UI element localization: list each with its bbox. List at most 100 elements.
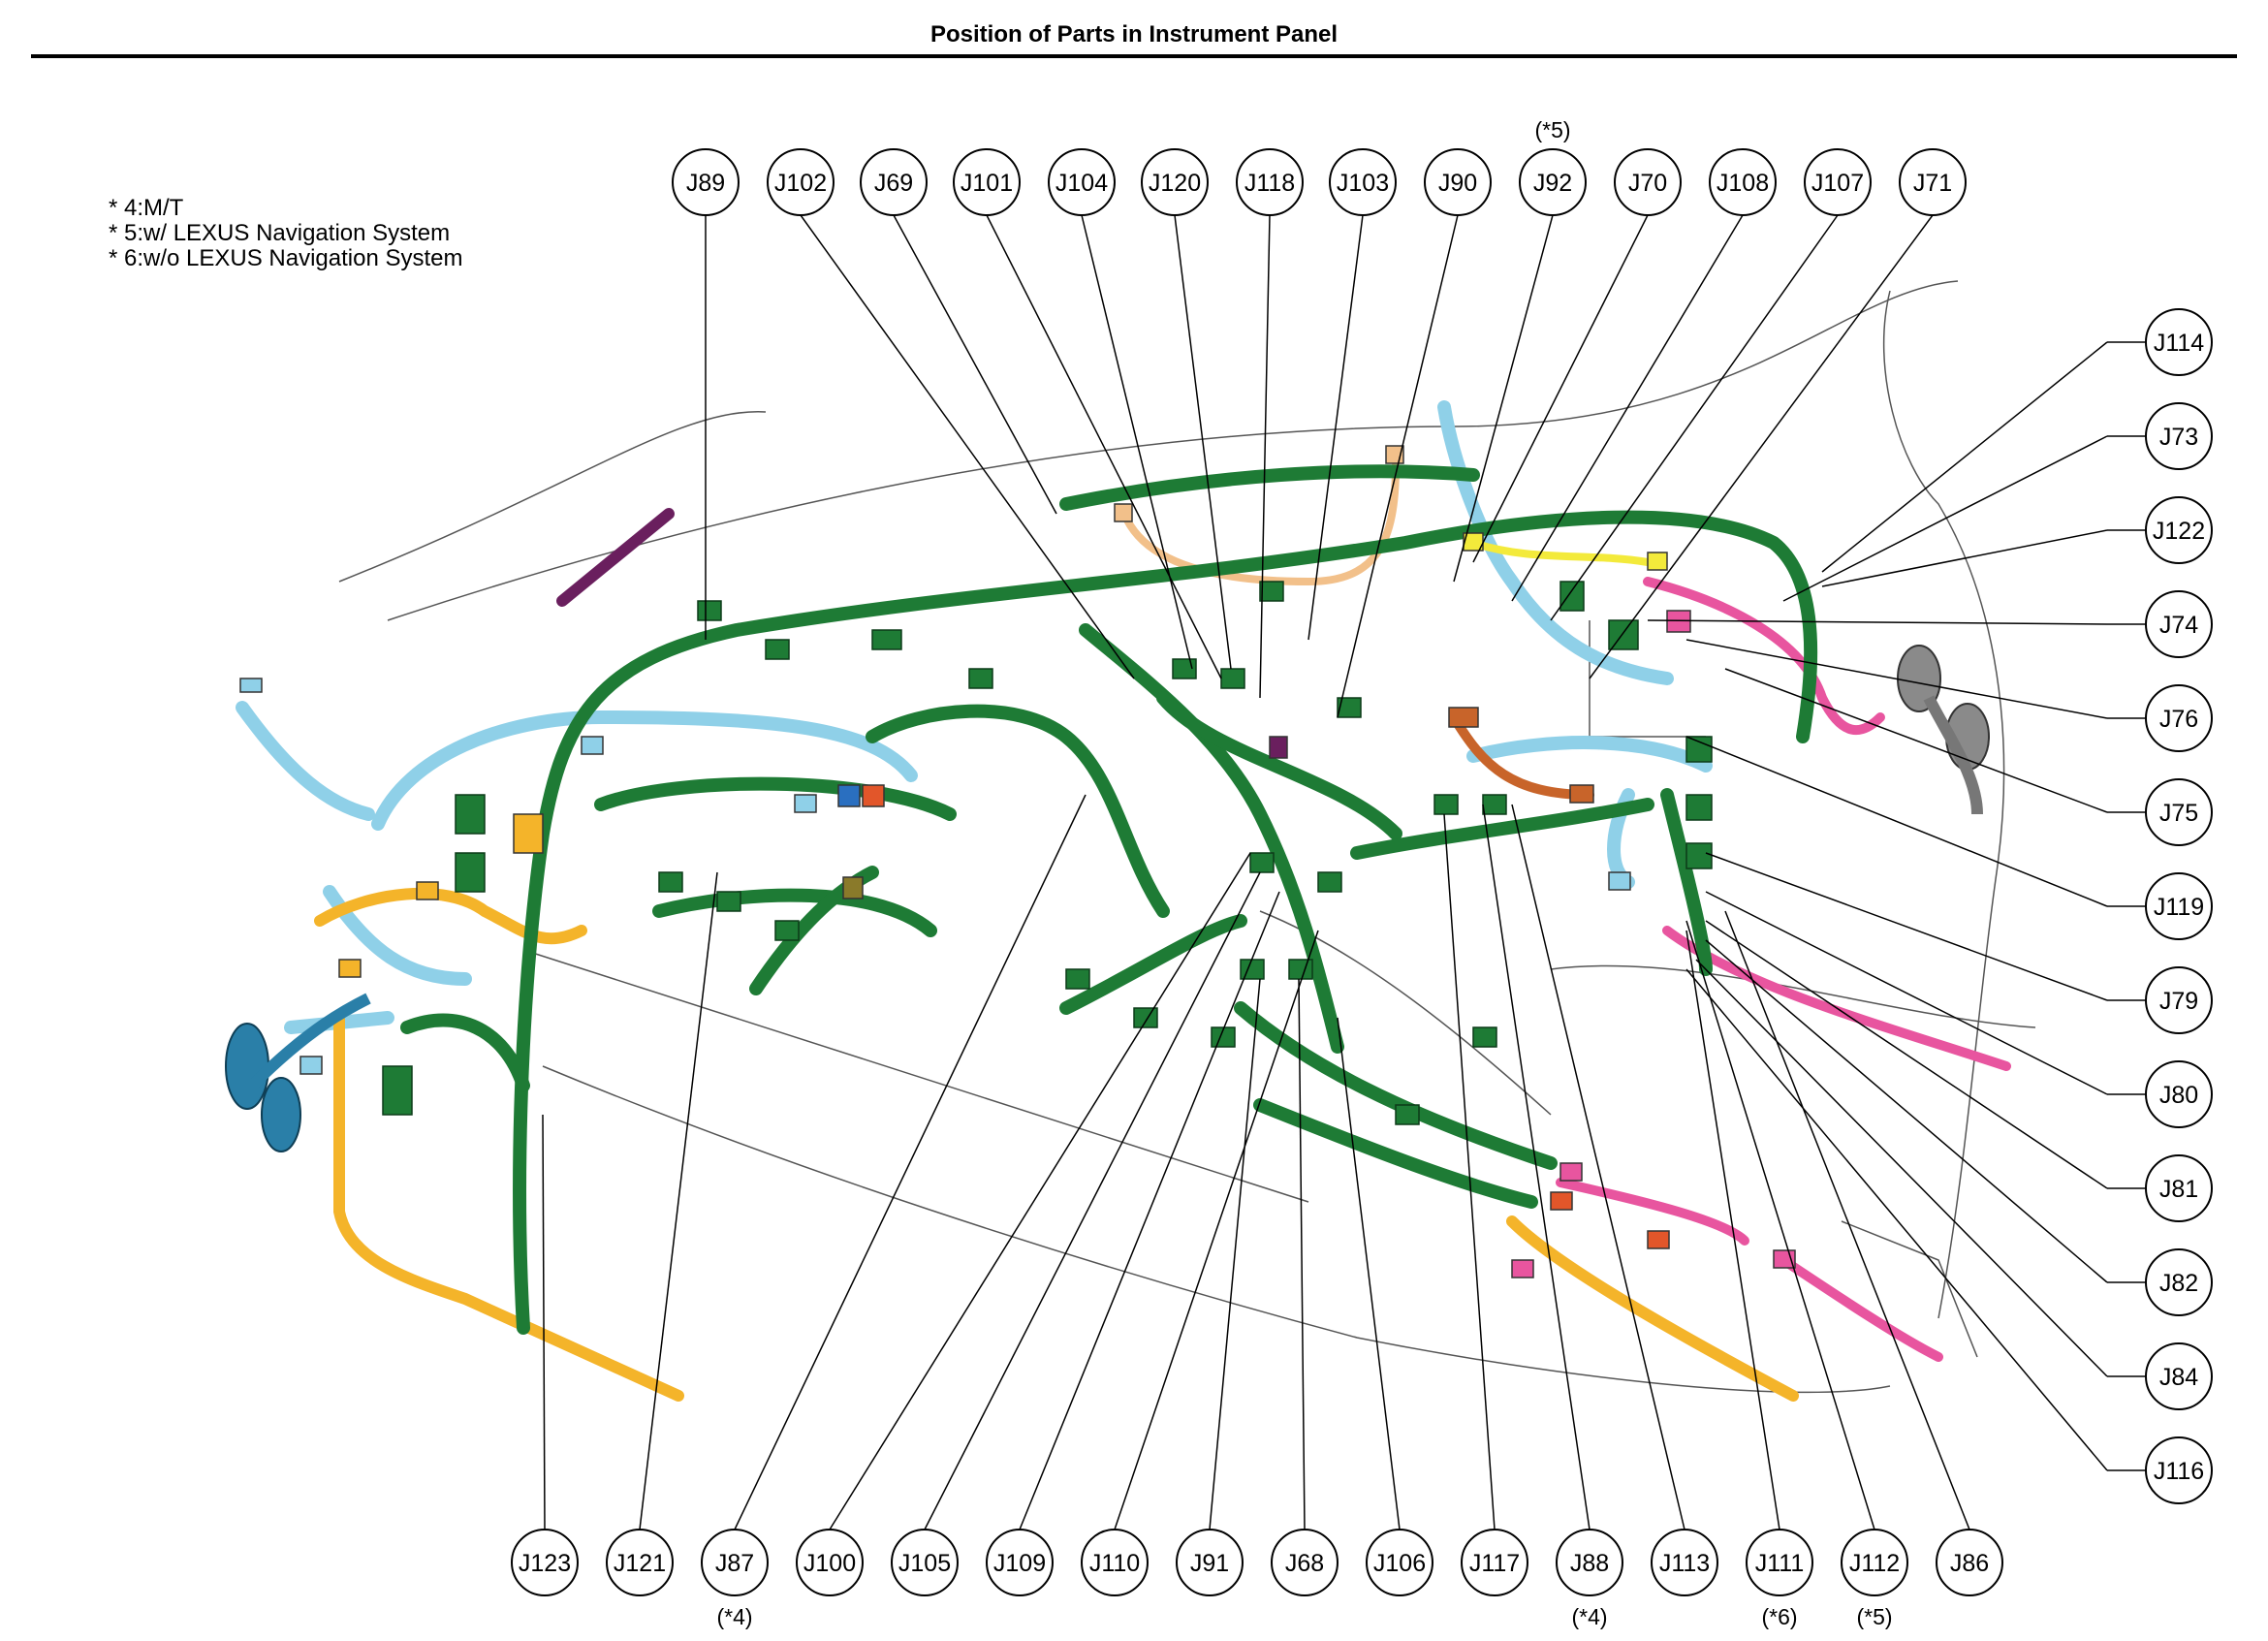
connector-id: J120 (1149, 170, 1201, 197)
label-circle (2145, 402, 2213, 470)
connector-label-j113: J113 (1651, 1529, 1718, 1596)
label-circle (1329, 148, 1397, 216)
connector-label-j117: J117 (1461, 1529, 1528, 1596)
leader-line (1724, 668, 2108, 813)
label-circle (1176, 1529, 1244, 1596)
connector-label-j69: J69 (860, 148, 928, 216)
connector-label-j90: J90 (1424, 148, 1492, 216)
leader-line (1174, 214, 1232, 670)
light-blue-harness (236, 400, 1713, 1034)
connector-label-j119: J119 (2145, 872, 2213, 940)
leader-line (1695, 959, 2108, 1377)
connector-label-j88: J88(*4) (1556, 1529, 1623, 1629)
label-circle (1461, 1529, 1528, 1596)
connector-id: J92 (1533, 170, 1572, 197)
leader-line (1511, 804, 1685, 1531)
connector-id: J82 (2159, 1270, 2198, 1297)
connector-id: J80 (2159, 1082, 2198, 1109)
leader-line (1472, 214, 1649, 563)
leader-line (1705, 920, 2108, 1189)
connector-id: J122 (2153, 518, 2205, 545)
leader-line (1589, 214, 1934, 679)
label-circle (1936, 1529, 2003, 1596)
connector-label-j122: J122 (2145, 496, 2213, 564)
connector-note: (*4) (1571, 1604, 1607, 1629)
leader-line (542, 1114, 546, 1531)
label-circle (2145, 684, 2213, 752)
connector-id: J90 (1438, 170, 1477, 197)
leader-line (1647, 619, 2108, 625)
connector-id: J117 (1469, 1550, 1520, 1577)
connector-label-j118: J118 (1236, 148, 1304, 216)
leader-line (1550, 214, 1839, 621)
connector-id: J102 (774, 170, 827, 197)
leader-line (800, 214, 1135, 679)
leader-line (1511, 214, 1744, 602)
page-title: Position of Parts in Instrument Panel (929, 21, 1339, 47)
label-circle (1746, 1529, 1813, 1596)
leader-line (1019, 891, 1280, 1531)
connector-id: J109 (993, 1550, 1046, 1577)
colored-connectors (239, 445, 1796, 1278)
connector-label-j73: J73 (2145, 402, 2213, 470)
connector-id: J69 (874, 170, 913, 197)
label-circle (953, 148, 1021, 216)
label-circle (701, 1529, 769, 1596)
connector-label-j91: J91 (1176, 1529, 1244, 1596)
label-circle (1841, 1529, 1908, 1596)
connector-label-j105: J105 (891, 1529, 959, 1596)
connector-id: J84 (2159, 1364, 2198, 1391)
label-circle (2145, 590, 2213, 658)
label-circle (1899, 148, 1967, 216)
label-circle (2145, 966, 2213, 1034)
connector-label-j79: J79 (2145, 966, 2213, 1034)
connector-label-j76: J76 (2145, 684, 2213, 752)
leader-line (1307, 214, 1364, 641)
connector-id: J76 (2159, 706, 2198, 733)
label-circle (1081, 1529, 1149, 1596)
connector-id: J89 (686, 170, 725, 197)
connector-label-j71: J71 (1899, 148, 1967, 216)
leader-line (1337, 214, 1459, 718)
title-rule (31, 54, 2237, 58)
label-circle (891, 1529, 959, 1596)
connector-blocks (382, 581, 1713, 1125)
connector-id: J113 (1659, 1550, 1710, 1577)
connector-note: (*5) (1534, 117, 1570, 142)
leader-line (639, 871, 718, 1531)
label-circle (1556, 1529, 1623, 1596)
purple-harness (556, 508, 675, 607)
label-circle (2145, 1154, 2213, 1222)
label-circle (1519, 148, 1587, 216)
label-circle (986, 1529, 1054, 1596)
label-circle (860, 148, 928, 216)
connector-label-j75: J75 (2145, 778, 2213, 846)
label-circle (2145, 496, 2213, 564)
leader-line (986, 214, 1222, 679)
label-circle (767, 148, 835, 216)
leader-line (1482, 804, 1591, 1531)
connector-id: J123 (519, 1550, 571, 1577)
connector-label-j114: J114 (2145, 308, 2213, 376)
connector-note: (*4) (716, 1604, 752, 1629)
connector-label-j101: J101 (953, 148, 1021, 216)
label-circle (511, 1529, 579, 1596)
leader-line (1685, 736, 2108, 907)
leader-line (829, 852, 1251, 1531)
connector-label-j80: J80 (2145, 1060, 2213, 1128)
label-circle (1804, 148, 1872, 216)
label-circle (1424, 148, 1492, 216)
gray-grommet (1897, 645, 1990, 815)
connector-id: J81 (2159, 1176, 2198, 1203)
peach-harness (1120, 461, 1400, 586)
connector-note: (*5) (1856, 1604, 1892, 1629)
label-circle (1614, 148, 1682, 216)
label-circle (2145, 1342, 2213, 1410)
leader-line (1337, 1017, 1401, 1531)
connector-label-j111: J111(*6) (1746, 1529, 1813, 1629)
label-circle (2145, 1060, 2213, 1128)
pink-harness (1556, 577, 2011, 1362)
connector-id: J104 (1055, 170, 1108, 197)
connector-label-j106: J106 (1366, 1529, 1433, 1596)
